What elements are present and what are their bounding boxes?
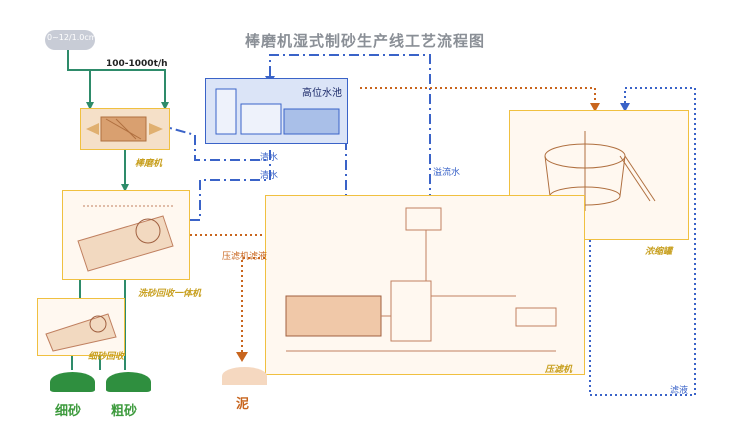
thickener-label: 浓缩罐: [645, 247, 673, 257]
mud-arrowhead: [236, 352, 248, 362]
sand-recovery-box: [62, 190, 190, 280]
mill-arrowhead: [121, 184, 129, 192]
fine-sand-recovery-box: [37, 298, 125, 356]
feed-line-left: [89, 69, 110, 106]
filter-press-label: 压滤机: [545, 365, 573, 375]
coarse-sand-pile: [106, 372, 151, 392]
coarse-sand-label: 粗砂: [111, 404, 138, 419]
thickener-arrowhead: [590, 103, 600, 112]
rod-mill-icon: [86, 116, 163, 142]
high-tank-box: 高位水池: [205, 78, 348, 144]
rod-mill-box: [80, 108, 170, 150]
capacity-label: 100-1000t/h: [106, 59, 168, 69]
feed-line: [67, 48, 166, 106]
high-tank-icon: [215, 88, 340, 135]
overflow-water-label: 溢流水: [433, 168, 461, 178]
feed-material: 0~12/1.0cm: [45, 30, 97, 50]
return-arrowhead: [620, 103, 630, 112]
filter-press-icon: [285, 207, 557, 352]
filtrate-return-label: 滤液: [670, 386, 689, 396]
clear-water-label-1: 清水: [260, 153, 279, 163]
fine-sand-pile: [50, 372, 95, 392]
sand-recovery-label: 洗砂回收一体机: [138, 289, 202, 299]
feed-arrowhead-right: [161, 102, 169, 110]
diagram-title: 棒磨机湿式制砂生产线工艺流程图: [244, 32, 485, 50]
filtrate-label: 压滤机滤液: [222, 252, 268, 262]
filter-to-mud-line: [241, 257, 265, 355]
clear-water-line-2: [180, 150, 271, 221]
fine-sand-recovery-icon: [45, 313, 117, 352]
filter-press-box: [265, 195, 585, 375]
feed-arrowhead-left: [86, 102, 94, 110]
fine-sand-recovery-label: 细砂回收: [88, 352, 125, 362]
clear-water-label-2: 清水: [260, 171, 279, 181]
fine-sand-label: 细砂: [55, 404, 82, 419]
thickener-underflow-line: [360, 87, 596, 108]
mud-pile: [222, 367, 267, 385]
sand-recovery-icon: [77, 205, 174, 272]
rod-mill-label: 棒磨机: [135, 159, 163, 169]
mud-label: 泥: [236, 397, 250, 412]
feed-size-label: 0~12/1.0cm: [47, 33, 97, 42]
high-tank-label: 高位水池: [302, 88, 342, 99]
